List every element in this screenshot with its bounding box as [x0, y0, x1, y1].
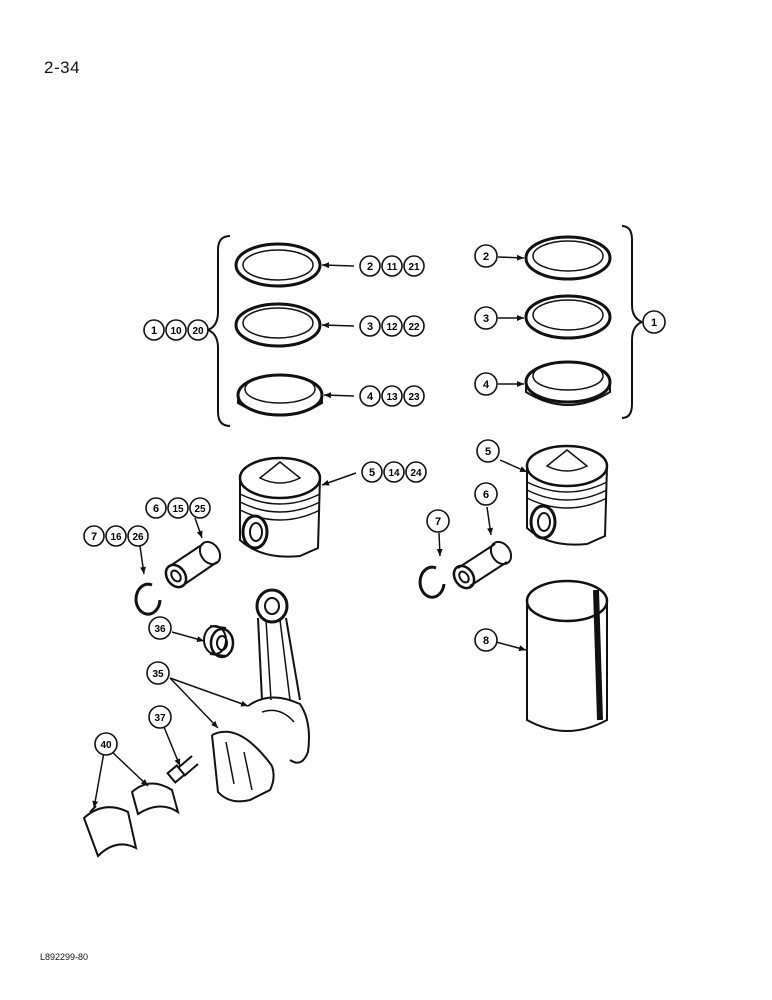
callout-number: 23	[408, 392, 420, 403]
callout-number: 24	[410, 468, 422, 479]
callout-left-rings-mid: 3 12 22	[359, 315, 425, 337]
callout-number: 4	[367, 391, 374, 403]
callout-number: 5	[485, 446, 491, 458]
callout-number: 35	[152, 669, 164, 680]
callout-number: 26	[132, 532, 144, 543]
right-ring-middle	[524, 294, 612, 340]
callout-number: 3	[483, 313, 489, 325]
callout-connecting-rod: 35	[146, 661, 170, 685]
left-ring-bottom	[236, 373, 324, 417]
callout-right-ring-set: 1	[642, 310, 666, 334]
callout-number: 4	[483, 379, 490, 391]
callout-right-piston: 5	[476, 439, 500, 463]
bushing	[203, 625, 235, 659]
callout-right-retainer: 7	[426, 509, 450, 533]
right-piston-pin	[452, 540, 513, 590]
callout-left-rings-top: 2 11 21	[359, 255, 425, 277]
callout-number: 1	[151, 325, 157, 337]
page-number: 2-34	[44, 58, 81, 77]
callout-right-ring-mid: 3	[474, 306, 498, 330]
callout-number: 36	[154, 624, 166, 635]
callout-number: 21	[408, 262, 420, 273]
connecting-rod	[247, 588, 310, 764]
callout-right-ring-bot: 4	[474, 372, 498, 396]
callout-left-piston: 5 14 24	[361, 461, 427, 483]
callout-number: 22	[408, 322, 420, 333]
callout-number: 2	[367, 261, 373, 273]
callout-bearing: 40	[94, 732, 118, 756]
callout-left-rings-bot: 4 13 23	[359, 385, 425, 407]
left-retaining-ring	[134, 582, 162, 616]
callout-number: 7	[435, 516, 441, 528]
callout-number: 2	[483, 251, 489, 263]
callout-number: 1	[651, 317, 657, 329]
callout-number: 16	[110, 532, 122, 543]
left-piston	[238, 456, 322, 558]
callout-number: 13	[386, 392, 398, 403]
right-piston	[525, 444, 609, 546]
left-ring-middle	[234, 302, 322, 348]
bearing-shell-upper	[130, 782, 180, 816]
figure-code: L892299-80	[40, 952, 89, 962]
callout-left-pin: 6 15 25	[145, 497, 211, 519]
left-piston-pin	[164, 540, 222, 589]
callout-bolt: 37	[148, 705, 172, 729]
callout-left-retainer: 7 16 26	[83, 525, 149, 547]
callout-liner: 8	[474, 628, 498, 652]
callout-number: 8	[483, 635, 489, 647]
callout-number: 11	[387, 262, 398, 273]
callout-bushing: 36	[148, 616, 172, 640]
callout-number: 15	[172, 504, 184, 515]
callout-number: 6	[153, 503, 159, 515]
callout-left-ring-set: 1 10 20	[143, 319, 209, 341]
right-ring-bottom	[524, 360, 612, 406]
connecting-rod-cap	[211, 730, 275, 803]
callout-number: 7	[91, 531, 97, 543]
callout-number: 40	[100, 740, 112, 751]
right-ring-set-bracket	[621, 225, 645, 419]
callout-right-ring-top: 2	[474, 244, 498, 268]
cylinder-liner	[525, 579, 609, 732]
right-retaining-ring	[418, 565, 446, 599]
bearing-shell-lower	[82, 805, 138, 858]
right-ring-top	[524, 235, 612, 281]
callout-number: 12	[386, 322, 398, 333]
callout-number: 37	[154, 713, 166, 724]
callout-number: 10	[170, 326, 182, 337]
callout-number: 20	[192, 326, 204, 337]
callout-number: 5	[369, 467, 375, 479]
left-ring-top	[234, 242, 322, 288]
callout-number: 14	[388, 468, 400, 479]
rod-bolt	[166, 755, 199, 784]
left-ring-set-bracket	[205, 235, 231, 427]
callout-number: 6	[483, 489, 489, 501]
callout-right-pin: 6	[474, 482, 498, 506]
callout-number: 25	[194, 504, 206, 515]
callout-number: 3	[367, 321, 373, 333]
